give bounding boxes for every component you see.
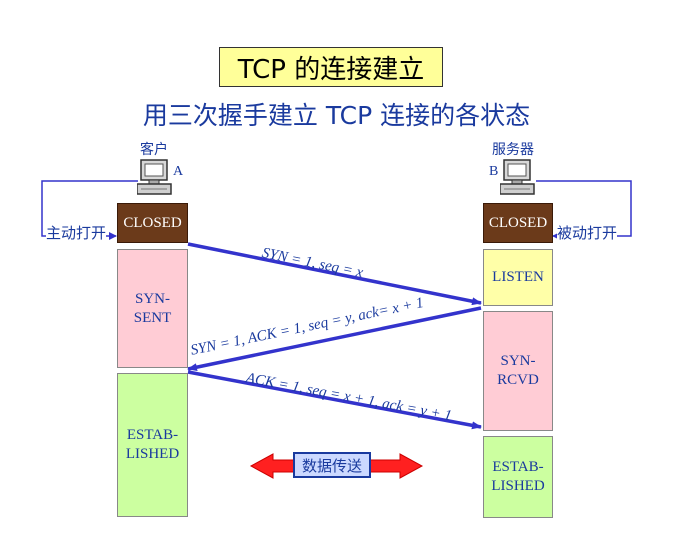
passive-open-label: 被动打开 [557, 222, 618, 243]
server-state-established: ESTAB- LISHED [483, 436, 553, 518]
diagram-subtitle: 用三次握手建立 TCP 连接的各状态 [142, 101, 531, 130]
syn-ack-arrow [187, 306, 482, 372]
server-state-closed: CLOSED [483, 203, 553, 243]
server-state-listen: LISTEN [483, 249, 553, 306]
syn-arrow [187, 242, 482, 306]
ack-arrow [187, 370, 482, 430]
server-label: 服务器 [492, 142, 534, 158]
computer-icon [137, 159, 172, 195]
server-letter: B [489, 164, 499, 179]
data-transfer-label: 数据传送 [293, 452, 371, 478]
client-letter: A [173, 164, 184, 179]
client-state-syn-sent: SYN- SENT [117, 249, 188, 368]
client-state-established: ESTAB- LISHED [117, 373, 188, 517]
diagram-title: TCP 的连接建立 [219, 47, 443, 87]
server-state-syn-rcvd: SYN- RCVD [483, 311, 553, 431]
client-label: 客户 [140, 142, 168, 158]
computer-icon [500, 159, 535, 195]
client-state-closed: CLOSED [117, 203, 188, 243]
active-open-label: 主动打开 [46, 222, 107, 243]
